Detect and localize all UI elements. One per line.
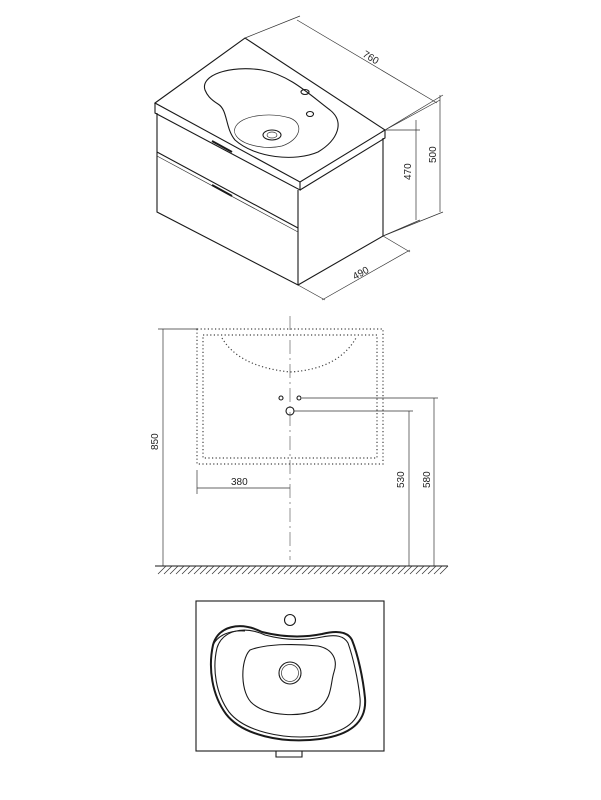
floor-hatch-stroke (271, 565, 281, 575)
install-height-label: 850 (150, 433, 161, 450)
floor-hatch-stroke (427, 565, 437, 575)
floor-hatch-stroke (409, 565, 419, 575)
tap-hole-plan (283, 613, 297, 627)
floor-hatch-stroke (331, 565, 341, 575)
floor-hatch-stroke (211, 565, 221, 575)
floor-hatch-stroke (439, 565, 449, 575)
floor-hatch-stroke (421, 565, 431, 575)
floor-hatch-stroke (187, 565, 197, 575)
floor-hatch-stroke (175, 565, 185, 575)
tap-hole (300, 88, 310, 96)
floor-hatch-stroke (343, 565, 353, 575)
floor-hatch-stroke (403, 565, 413, 575)
tap-height-label: 580 (422, 471, 433, 488)
drain-hole (262, 129, 282, 141)
basin-top-surface (153, 37, 387, 183)
floor-hatch-stroke (397, 565, 407, 575)
floor-hatch-stroke (319, 565, 329, 575)
floor-hatch-stroke (385, 565, 395, 575)
floor-hatch-stroke (355, 565, 365, 575)
total-height-dimension: 500 (382, 94, 444, 237)
floor-hatch-stroke (157, 565, 167, 575)
tap-hole-front (278, 395, 284, 401)
floor-hatch-stroke (325, 565, 335, 575)
floor-hatching (157, 565, 449, 575)
cabinet-height-label: 470 (403, 163, 414, 180)
floor-hatch-stroke (277, 565, 287, 575)
drawer-pull-plan (275, 751, 303, 758)
floor-hatch-stroke (247, 565, 257, 575)
floor-hatch-stroke (217, 565, 227, 575)
floor-hatch-stroke (253, 565, 263, 575)
cabinet-front (156, 113, 299, 286)
depth-dimension-label: 490 (351, 265, 371, 283)
upper-drawer-handle (211, 140, 233, 153)
floor-hatch-stroke (235, 565, 245, 575)
basin-front-edge (154, 103, 301, 191)
floor-hatch-stroke (295, 565, 305, 575)
basin-inner-plan (242, 643, 336, 716)
drain-plan (278, 661, 302, 685)
floor-hatch-stroke (391, 565, 401, 575)
floor-hatch-stroke (223, 565, 233, 575)
top-view (195, 600, 385, 758)
floor-hatch-stroke (415, 565, 425, 575)
floor-hatch-stroke (205, 565, 215, 575)
width-dimension-label: 760 (360, 49, 380, 67)
floor-hatch-stroke (229, 565, 239, 575)
floor-hatch-stroke (199, 565, 209, 575)
floor-hatch-stroke (259, 565, 269, 575)
basin-side-edge (299, 130, 386, 191)
floor-hatch-stroke (373, 565, 383, 575)
total-height-label: 500 (428, 146, 439, 163)
floor-hatch-stroke (169, 565, 179, 575)
floor-hatch-stroke (241, 565, 251, 575)
overflow-hole (305, 110, 315, 118)
floor-hatch-stroke (181, 565, 191, 575)
floor-hatch-stroke (379, 565, 389, 575)
floor-hatch-stroke (433, 565, 443, 575)
center-offset-label: 380 (231, 477, 248, 488)
cabinet-height-dimension: 470 (382, 120, 421, 237)
front-elevation: 850 530 580 380 (150, 316, 449, 575)
basin-bowl-inner (234, 114, 300, 148)
lower-drawer-handle (211, 184, 233, 197)
cabinet-side (297, 138, 384, 286)
isometric-view: 760 470 500 490 (153, 15, 444, 301)
bowl-curve-dotted (221, 337, 357, 373)
floor-hatch-stroke (337, 565, 347, 575)
floor-hatch-stroke (313, 565, 323, 575)
floor-hatch-stroke (307, 565, 317, 575)
floor-hatch-stroke (301, 565, 311, 575)
floor-hatch-stroke (163, 565, 173, 575)
basin-bowl-outline (204, 68, 339, 158)
floor-hatch-stroke (193, 565, 203, 575)
floor-hatch-stroke (283, 565, 293, 575)
drain-height-label: 530 (396, 471, 407, 488)
floor-hatch-stroke (349, 565, 359, 575)
floor-hatch-stroke (289, 565, 299, 575)
basin-plan-outline (195, 600, 385, 752)
depth-dimension: 490 (297, 235, 411, 301)
floor-hatch-stroke (361, 565, 371, 575)
drawer-divider (156, 151, 299, 229)
floor-hatch-stroke (265, 565, 275, 575)
basin-bowl-plan (210, 625, 367, 742)
floor-hatch-stroke (367, 565, 377, 575)
